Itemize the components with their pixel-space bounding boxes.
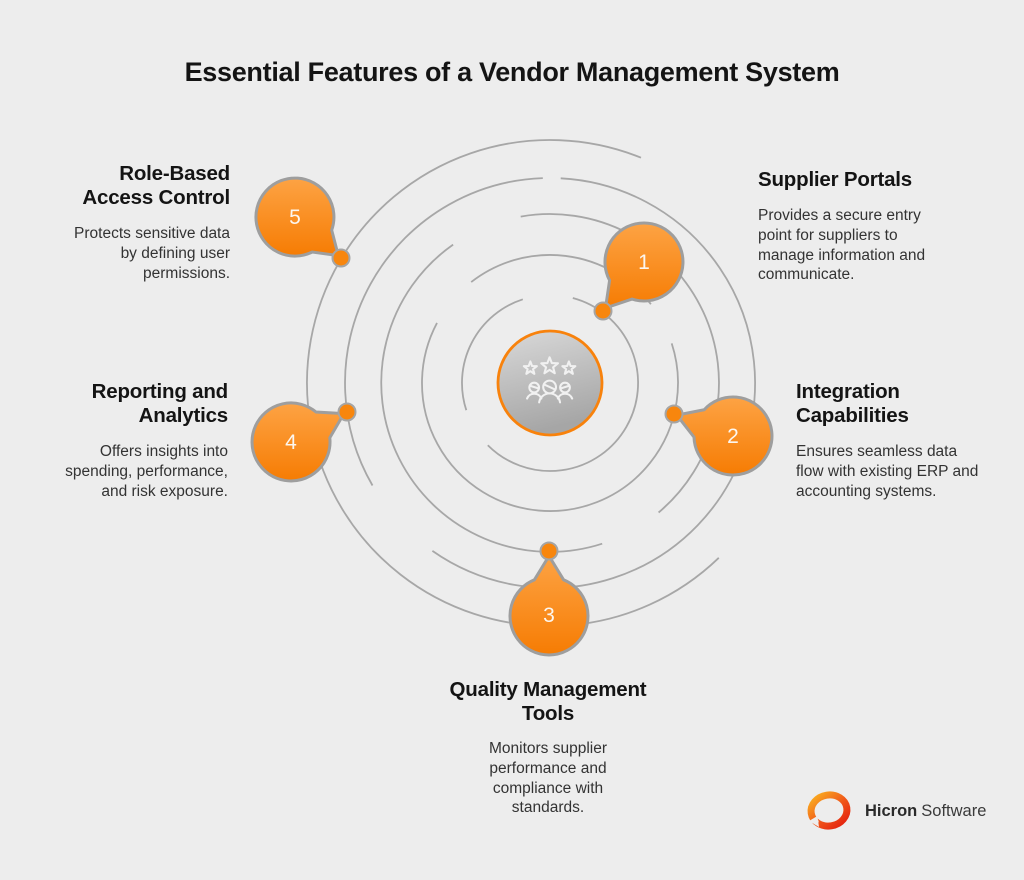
bubble-number-4: 4 [285, 431, 297, 454]
bubble-3 [508, 553, 590, 657]
brand-name-regular: Software [921, 801, 987, 820]
page-title: Essential Features of a Vendor Managemen… [184, 57, 840, 87]
feature-integration-capabilities: Integration Capabilities Ensures seamles… [796, 380, 1001, 501]
bubble-number-1: 1 [638, 251, 650, 274]
bubble-2 [674, 395, 774, 477]
bubble-number-5: 5 [289, 206, 301, 229]
orbit-dot-4 [337, 402, 357, 422]
feature-title: Quality Management Tools [449, 678, 647, 726]
feature-reporting-and-analytics: Reporting and Analytics Offers insights … [26, 380, 228, 501]
orbit-ring-arc [380, 243, 603, 553]
orbit-dot-1 [593, 301, 613, 321]
orbit-ring-arc [461, 298, 524, 411]
orbit-ring-arc [487, 297, 639, 472]
brand-name-bold: Hicron [865, 801, 918, 820]
bubble-number-3: 3 [543, 604, 555, 627]
feature-role-based-access-control: Role-Based Access Control Protects sensi… [60, 162, 230, 283]
bubble-5 [254, 176, 341, 258]
orbit-ring-arc [520, 213, 720, 514]
feature-title: Reporting and Analytics [91, 380, 229, 428]
feature-title: Integration Capabilities [796, 380, 909, 428]
orbit-dot-3 [539, 541, 559, 561]
bubble-4 [250, 401, 347, 483]
orbit-dot-5 [331, 248, 351, 268]
hicron-ring-logo-icon [807, 791, 851, 830]
center-circle [496, 329, 604, 437]
feature-description: Monitors supplier performance and compli… [488, 740, 608, 817]
feature-title: Supplier Portals [758, 168, 913, 191]
orbit-dot-2 [664, 404, 684, 424]
bubble-1 [603, 221, 685, 311]
feature-supplier-portals: Supplier Portals Provides a secure entry… [758, 168, 953, 285]
feature-description: Ensures seamless data flow with existing… [796, 443, 979, 500]
orbit-ring-arc [344, 177, 543, 486]
feature-description: Offers insights into spending, performan… [65, 443, 228, 500]
bubble-number-2: 2 [727, 425, 739, 448]
feature-description: Protects sensitive data by defining user… [74, 225, 230, 282]
feature-title: Role-Based Access Control [82, 162, 230, 210]
team-rating-stars-icon [522, 356, 577, 404]
feature-quality-management-tools: Quality Management Tools Monitors suppli… [388, 678, 708, 818]
feature-description: Provides a secure entry point for suppli… [758, 207, 926, 284]
